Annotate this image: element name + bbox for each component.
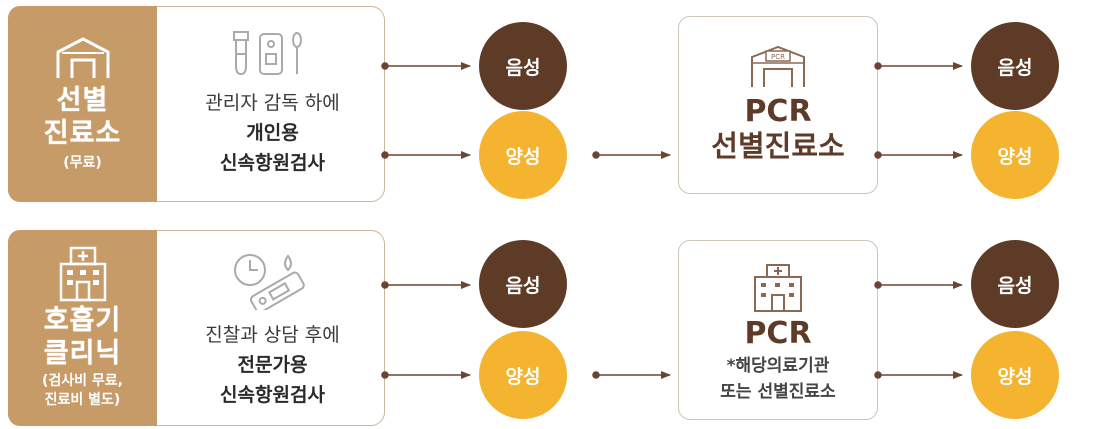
row2-clinic-panel: 호흡기 클리닉 (검사비 무료, 진료비 별도)	[8, 230, 157, 426]
row1-pcr-card: PCR PCR 선별진료소	[678, 16, 878, 194]
row1-final-negative: 음성	[971, 22, 1059, 110]
arrow-row1-to-positive	[381, 151, 471, 159]
arrow-row2-pcr-to-negative	[874, 281, 963, 289]
row1-final-positive: 양성	[971, 111, 1059, 199]
row1-result-negative: 음성	[479, 22, 567, 110]
hospital-building-icon	[754, 264, 802, 312]
row2-pcr-title: PCR	[744, 316, 812, 351]
arrow-row2-positive-to-pcr	[592, 371, 671, 379]
hospital-icon	[59, 246, 106, 302]
row1-pcr-subtitle: 선별진료소	[711, 129, 845, 163]
row2-clinic-sub-1: (검사비 무료,	[42, 373, 123, 389]
row1-clinic-panel: 선별 진료소 (무료)	[8, 6, 157, 202]
test-kit-icon	[233, 31, 302, 76]
row1-test-line1: 관리자 감독 하에	[205, 92, 340, 114]
row2-test-line1: 진찰과 상담 후에	[205, 324, 340, 346]
row2-result-positive: 양성	[479, 331, 567, 419]
row1-test-desc: 관리자 감독 하에 개인용 신속항원검사	[160, 88, 385, 178]
row1-clinic-sub: (무료)	[63, 154, 102, 171]
arrow-row2-to-negative	[381, 281, 471, 289]
tent-icon	[56, 37, 109, 78]
row2-pcr-line2: 또는 선별진료소	[720, 382, 836, 402]
row1-test-line3: 신속항원검사	[220, 152, 325, 174]
arrow-row2-to-positive	[381, 371, 471, 379]
row1-clinic-title-2: 진료소	[43, 117, 122, 149]
arrow-row1-positive-to-pcr	[592, 151, 671, 159]
row2-clinic-sub-2: 진료비 별도)	[44, 392, 121, 408]
arrow-row1-pcr-to-positive	[874, 151, 963, 159]
row2-final-positive: 양성	[971, 331, 1059, 419]
row2-test-desc: 진찰과 상담 후에 전문가용 신속항원검사	[160, 320, 385, 410]
row2-pcr-line1: *해당의료기관	[726, 356, 830, 376]
row2-final-negative: 음성	[971, 240, 1059, 328]
arrow-row2-pcr-to-positive	[874, 371, 963, 379]
row2-test-line2: 전문가용	[237, 354, 308, 376]
row2-test-line3: 신속항원검사	[220, 384, 325, 406]
row1-result-positive: 양성	[479, 111, 567, 199]
row2-clinic-title-2: 클리닉	[43, 338, 122, 369]
row2-clinic-title-1: 호흡기	[43, 305, 122, 336]
row2-pcr-card: PCR *해당의료기관 또는 선별진료소	[678, 240, 878, 420]
row1-test-line2: 개인용	[246, 122, 299, 144]
pcr-tent-label: PCR	[771, 53, 785, 61]
row2-result-negative: 음성	[479, 240, 567, 328]
arrow-row1-to-negative	[381, 62, 471, 70]
rapid-test-icon	[234, 254, 305, 310]
arrow-row1-pcr-to-negative	[874, 62, 963, 70]
pcr-tent-icon: PCR	[751, 45, 805, 87]
row1-clinic-title-1: 선별	[56, 84, 109, 116]
row1-pcr-title: PCR	[744, 94, 812, 129]
